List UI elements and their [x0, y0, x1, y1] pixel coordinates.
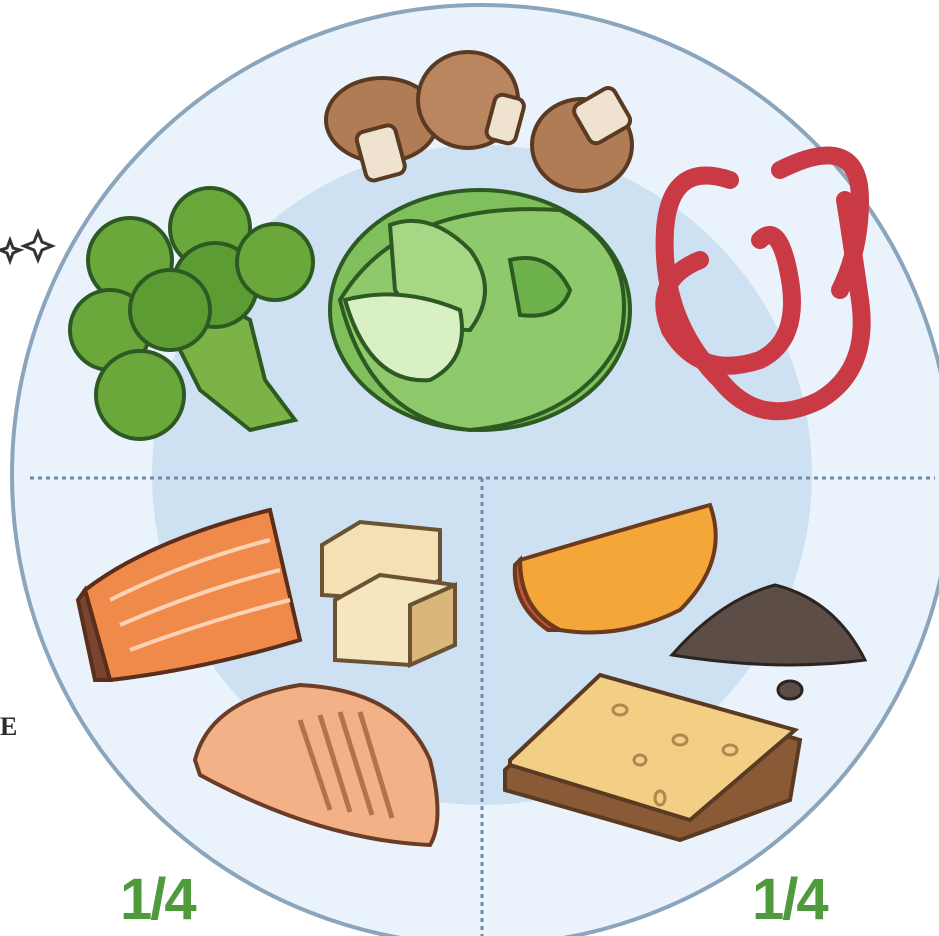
green-bean-salad-icon	[330, 190, 630, 430]
bottom-right-fraction-label: 1/4	[752, 866, 827, 933]
tofu-cubes-icon	[322, 522, 455, 665]
bottom-left-fraction-label: 1/4	[120, 866, 195, 933]
cropped-edge-letter: E	[0, 712, 17, 742]
sparkle-icon	[0, 232, 52, 261]
